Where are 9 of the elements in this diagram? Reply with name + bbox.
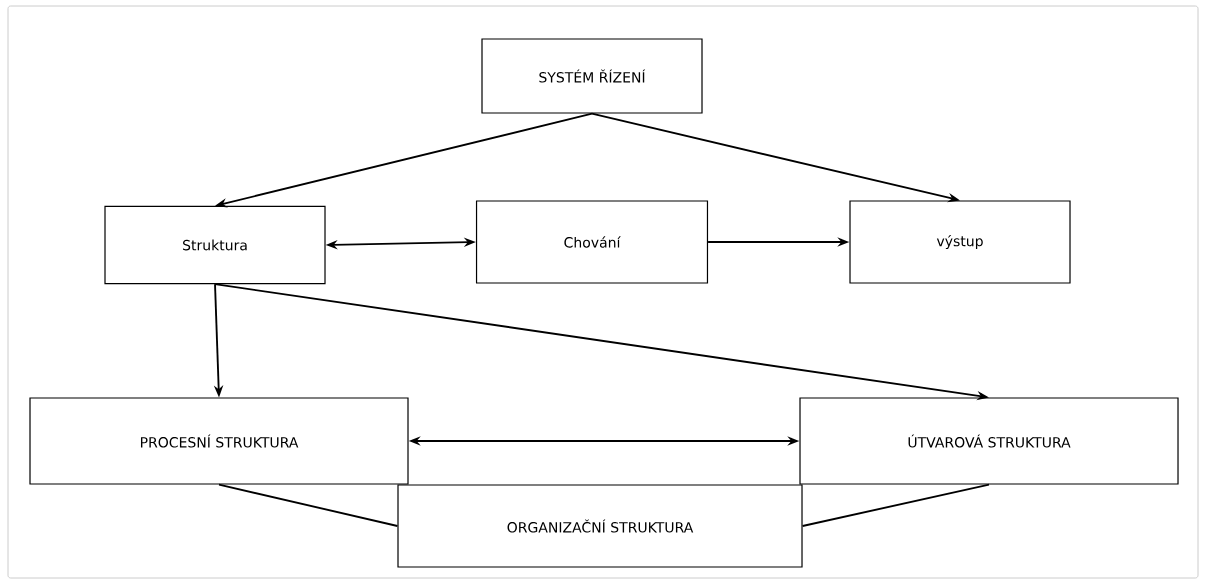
process-box: PROCESNÍ STRUKTURA: [29, 397, 409, 485]
process-box: výstup: [849, 200, 1071, 284]
process-box: SYSTÉM ŘÍZENÍ: [481, 38, 703, 114]
connector-line: [218, 483, 399, 527]
process-box: ORGANIZAČNÍ STRUKTURA: [397, 484, 803, 568]
process-box: ÚTVAROVÁ STRUKTURA: [799, 397, 1179, 485]
process-box: Chování: [475, 200, 709, 284]
process-box: Struktura: [104, 205, 326, 285]
connector-line: [801, 483, 990, 527]
